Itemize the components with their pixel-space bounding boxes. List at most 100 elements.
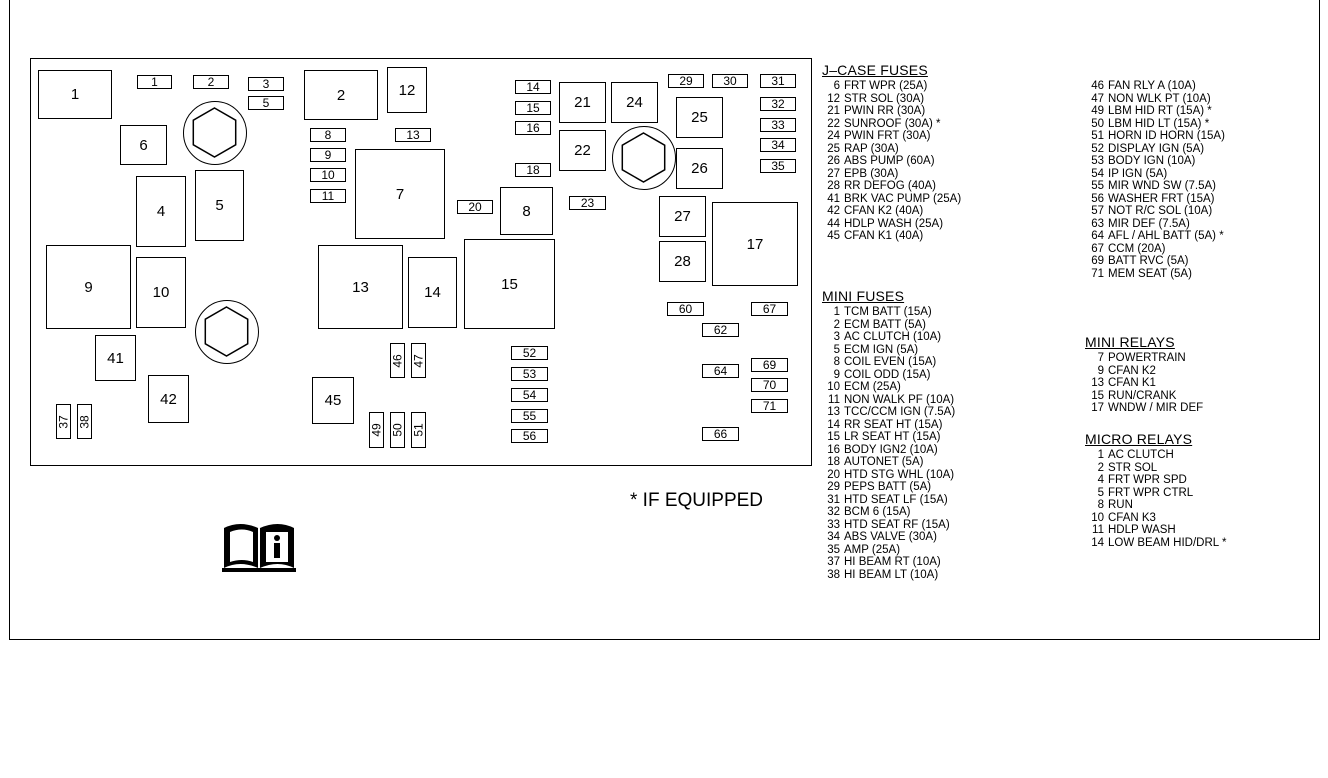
label: 30 xyxy=(723,74,737,88)
jcase-24: 24 xyxy=(611,82,658,123)
label: 1 xyxy=(70,86,80,103)
legend-number: 18 xyxy=(827,456,840,468)
legend-number: 69 xyxy=(1091,255,1104,267)
legend-text: COIL ODD (15A) xyxy=(844,368,931,381)
legend-number: 5 xyxy=(833,343,840,356)
legend-number: 46 xyxy=(1091,80,1104,92)
legend-text: LBM HID RT (15A) * xyxy=(1108,105,1212,117)
legend-number: 56 xyxy=(1091,192,1104,205)
jcase-25: 25 xyxy=(676,97,723,138)
fuse-11: 11 xyxy=(310,189,346,203)
fuse-32: 32 xyxy=(760,97,796,111)
legend-number: 1 xyxy=(1097,449,1104,461)
legend-number: 45 xyxy=(827,230,840,242)
legend-number: 5 xyxy=(1097,486,1104,499)
legend-number: 7 xyxy=(1097,352,1104,364)
relay-5: 5 xyxy=(195,170,244,241)
micro-relay-8: 8 xyxy=(500,187,553,235)
fuse-8: 8 xyxy=(310,128,346,142)
relay-15: 15 xyxy=(464,239,555,329)
legend-row: 2 STR SOL xyxy=(1084,462,1226,475)
label: 60 xyxy=(678,302,693,316)
label: 33 xyxy=(771,118,785,132)
relay-9: 9 xyxy=(46,245,131,329)
legend-row: 5 FRT WPR CTRL xyxy=(1084,487,1226,500)
legend-text: FRT WPR CTRL xyxy=(1108,486,1194,499)
legend-number: 4 xyxy=(1097,474,1104,486)
legend-text: COIL EVEN (15A) xyxy=(844,356,937,368)
label: 38 xyxy=(77,414,92,429)
legend-text: BODY IGN2 (10A) xyxy=(844,443,938,456)
legend-text: STR SOL xyxy=(1108,461,1158,474)
fuse-49: 49 xyxy=(369,412,384,448)
relay-7: 7 xyxy=(355,149,445,239)
legend-number: 9 xyxy=(1097,364,1104,377)
label: 46 xyxy=(390,353,405,368)
legend-text: LOW BEAM HID/DRL * xyxy=(1108,536,1227,549)
fuse-38: 38 xyxy=(77,404,92,439)
label: 17 xyxy=(746,235,764,253)
label: 49 xyxy=(369,423,384,437)
jcase-41: 41 xyxy=(95,335,136,381)
label: 11 xyxy=(321,189,335,203)
legend-number: 37 xyxy=(827,556,840,568)
legend-number: 2 xyxy=(1097,461,1104,474)
legend-number: 11 xyxy=(1092,524,1104,536)
legend-number: 29 xyxy=(827,481,840,493)
fuse-34: 34 xyxy=(760,138,796,152)
legend-number: 49 xyxy=(1091,105,1104,117)
legend-text: HORN ID HORN (15A) xyxy=(1108,130,1225,142)
label: 64 xyxy=(713,364,728,378)
label: 56 xyxy=(522,429,537,443)
label: 55 xyxy=(522,409,537,423)
legend-number: 35 xyxy=(827,543,840,556)
fuse-71: 71 xyxy=(751,399,788,413)
legend-text: BRK VAC PUMP (25A) xyxy=(844,192,962,205)
label: 47 xyxy=(411,353,426,368)
legend-text: FRT WPR SPD xyxy=(1108,474,1187,486)
legend-text: HTD SEAT LF (15A) xyxy=(844,493,948,506)
fuse-66: 66 xyxy=(702,427,739,441)
bolt-icon xyxy=(612,126,676,190)
legend-text: RR DEFOG (40A) xyxy=(844,180,937,192)
legend-text: HDLP WASH xyxy=(1108,524,1176,536)
legend-number: 2 xyxy=(833,318,840,331)
label: 52 xyxy=(522,346,537,360)
label: 67 xyxy=(762,302,777,316)
label: 31 xyxy=(771,74,785,88)
label: 35 xyxy=(771,159,785,173)
label: 28 xyxy=(674,253,691,270)
legend-number: 20 xyxy=(827,468,840,481)
legend-text: BODY IGN (10A) xyxy=(1108,155,1196,167)
legend-text: HI BEAM RT (10A) xyxy=(844,556,941,568)
jcase-26: 26 xyxy=(676,148,723,189)
fuse-60: 60 xyxy=(667,302,704,316)
legend-number: 3 xyxy=(833,331,840,343)
legend-text: AUTONET (5A) xyxy=(844,456,924,468)
legend-number: 28 xyxy=(827,180,840,192)
fuse-53: 53 xyxy=(511,367,548,381)
fuse-31: 31 xyxy=(760,74,796,88)
label: 15 xyxy=(501,275,518,293)
legend-number: 33 xyxy=(827,518,840,531)
